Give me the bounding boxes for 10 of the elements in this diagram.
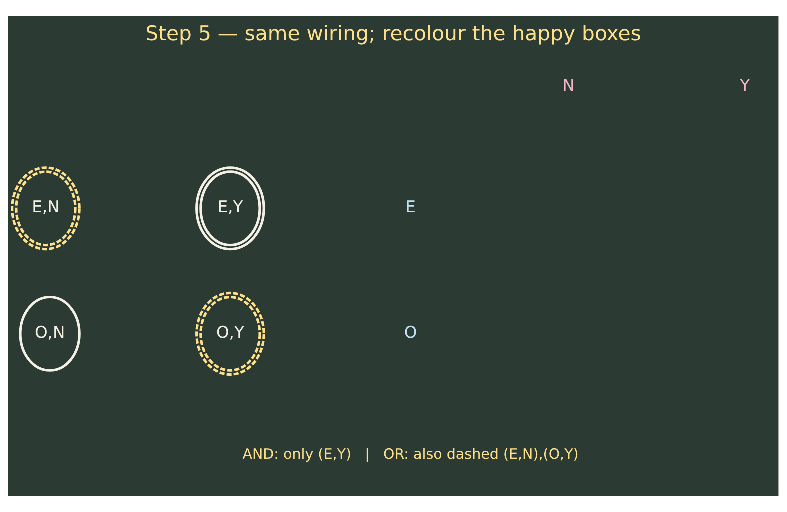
label: E (406, 197, 416, 216)
node-ellipse: E,N (11, 166, 81, 251)
label: O (404, 322, 418, 342)
node-ellipse: E,Y (196, 166, 266, 251)
node-ellipse: O,Y (196, 292, 266, 376)
label: N (562, 76, 575, 96)
label: Y (740, 76, 750, 96)
diagram-title: Step 5 — same wiring; recolour the happy boxes (146, 21, 642, 46)
label: AND: only (E,Y) | OR: also dashed (E,N),(O,Y) (242, 447, 579, 464)
node-ellipse: O,N (19, 296, 81, 372)
